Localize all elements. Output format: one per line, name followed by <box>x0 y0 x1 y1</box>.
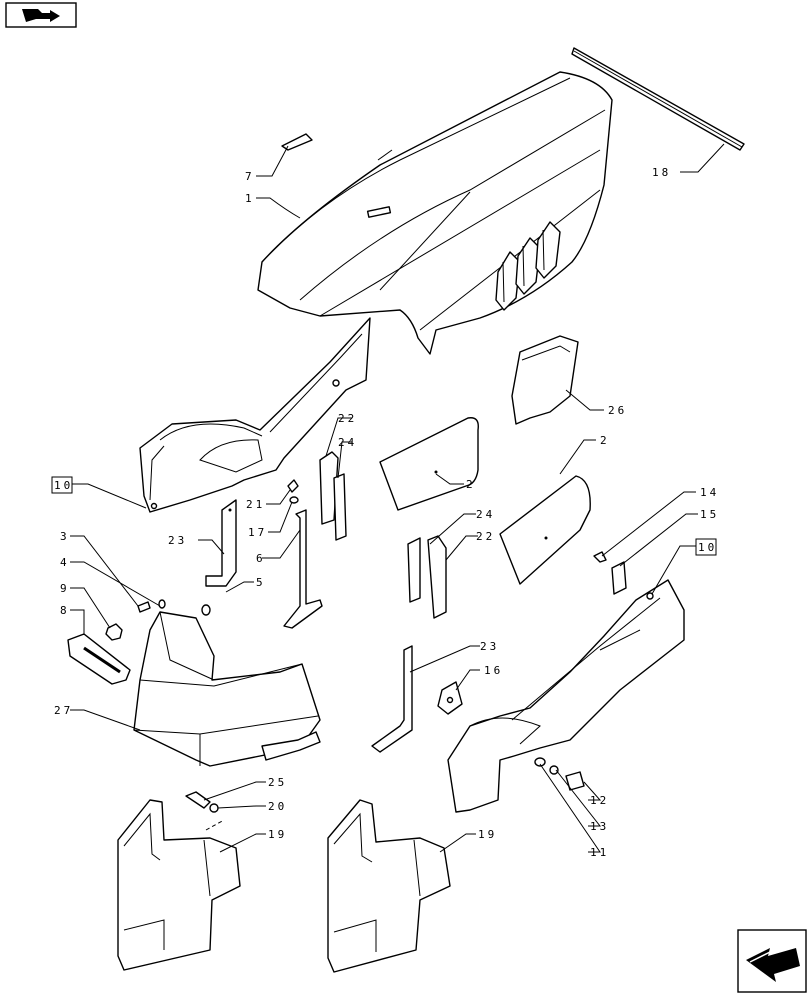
callout-26: 26 <box>608 404 627 417</box>
seal-strip-part <box>571 47 745 151</box>
callout-13: 13 <box>590 820 609 833</box>
callout-23-upper: 23 <box>168 534 187 547</box>
callout-10-left: 10 <box>51 476 73 494</box>
callout-7: 7 <box>245 170 255 183</box>
trim-upper-part <box>319 451 347 541</box>
callout-16: 16 <box>484 664 503 677</box>
callout-10-left-label: 10 <box>54 479 73 492</box>
callout-23-lower: 23 <box>480 640 499 653</box>
callout-24-upper: 24 <box>338 436 357 449</box>
trim-lower-part <box>407 535 447 619</box>
lower-cover-left-part <box>117 799 241 971</box>
badge-part <box>281 133 313 151</box>
callout-11: 11 <box>590 846 609 859</box>
callout-10-right-label: 10 <box>698 541 717 554</box>
callout-19-right: 19 <box>478 828 497 841</box>
leader-lines <box>70 143 725 853</box>
fasteners-part <box>105 599 211 641</box>
callout-5: 5 <box>256 576 266 589</box>
book-arrow-icon[interactable] <box>5 2 77 28</box>
callout-21: 21 <box>246 498 265 511</box>
callout-20: 20 <box>268 800 287 813</box>
bracket-upper-part <box>205 499 237 587</box>
bolt-25-part <box>185 791 225 831</box>
callout-25: 25 <box>268 776 287 789</box>
callout-4: 4 <box>60 556 70 569</box>
callout-8: 8 <box>60 604 70 617</box>
callout-18: 18 <box>652 166 671 179</box>
callout-labels: 7 1 18 22 24 26 2 2 10 21 17 23 6 5 3 4 … <box>51 166 719 859</box>
callout-14: 14 <box>700 486 719 499</box>
callout-9: 9 <box>60 582 70 595</box>
callout-1: 1 <box>245 192 255 205</box>
next-page-arrow-icon[interactable] <box>737 929 807 993</box>
front-grille-part <box>133 611 321 767</box>
callout-24-lower: 24 <box>476 508 495 521</box>
callout-2-middle: 2 <box>466 478 476 491</box>
callout-12: 12 <box>590 794 609 807</box>
callout-22-upper: 22 <box>338 412 357 425</box>
insulation-pad-part <box>379 417 479 511</box>
bracket-plate-part <box>511 335 579 425</box>
lower-cover-right-part <box>327 799 451 973</box>
callout-10-right: 10 <box>695 538 717 556</box>
logo-badge-part <box>67 633 131 685</box>
callout-17: 17 <box>248 526 267 539</box>
hood-part <box>257 71 613 355</box>
callout-2-right: 2 <box>600 434 610 447</box>
hood-vent-grille <box>495 221 561 311</box>
callout-22-lower: 22 <box>476 530 495 543</box>
callout-3: 3 <box>60 530 70 543</box>
callout-19-left: 19 <box>268 828 287 841</box>
screw-washer-part <box>287 479 299 504</box>
callout-6: 6 <box>256 552 266 565</box>
left-side-panel <box>139 317 371 513</box>
insulation-pad-right-part <box>499 475 591 585</box>
callout-15: 15 <box>700 508 719 521</box>
support-rod-part <box>283 509 323 629</box>
clip-screw-part <box>593 551 627 595</box>
right-side-panel <box>447 579 685 813</box>
callout-27: 27 <box>54 704 73 717</box>
bracket-lower-part <box>371 645 413 753</box>
